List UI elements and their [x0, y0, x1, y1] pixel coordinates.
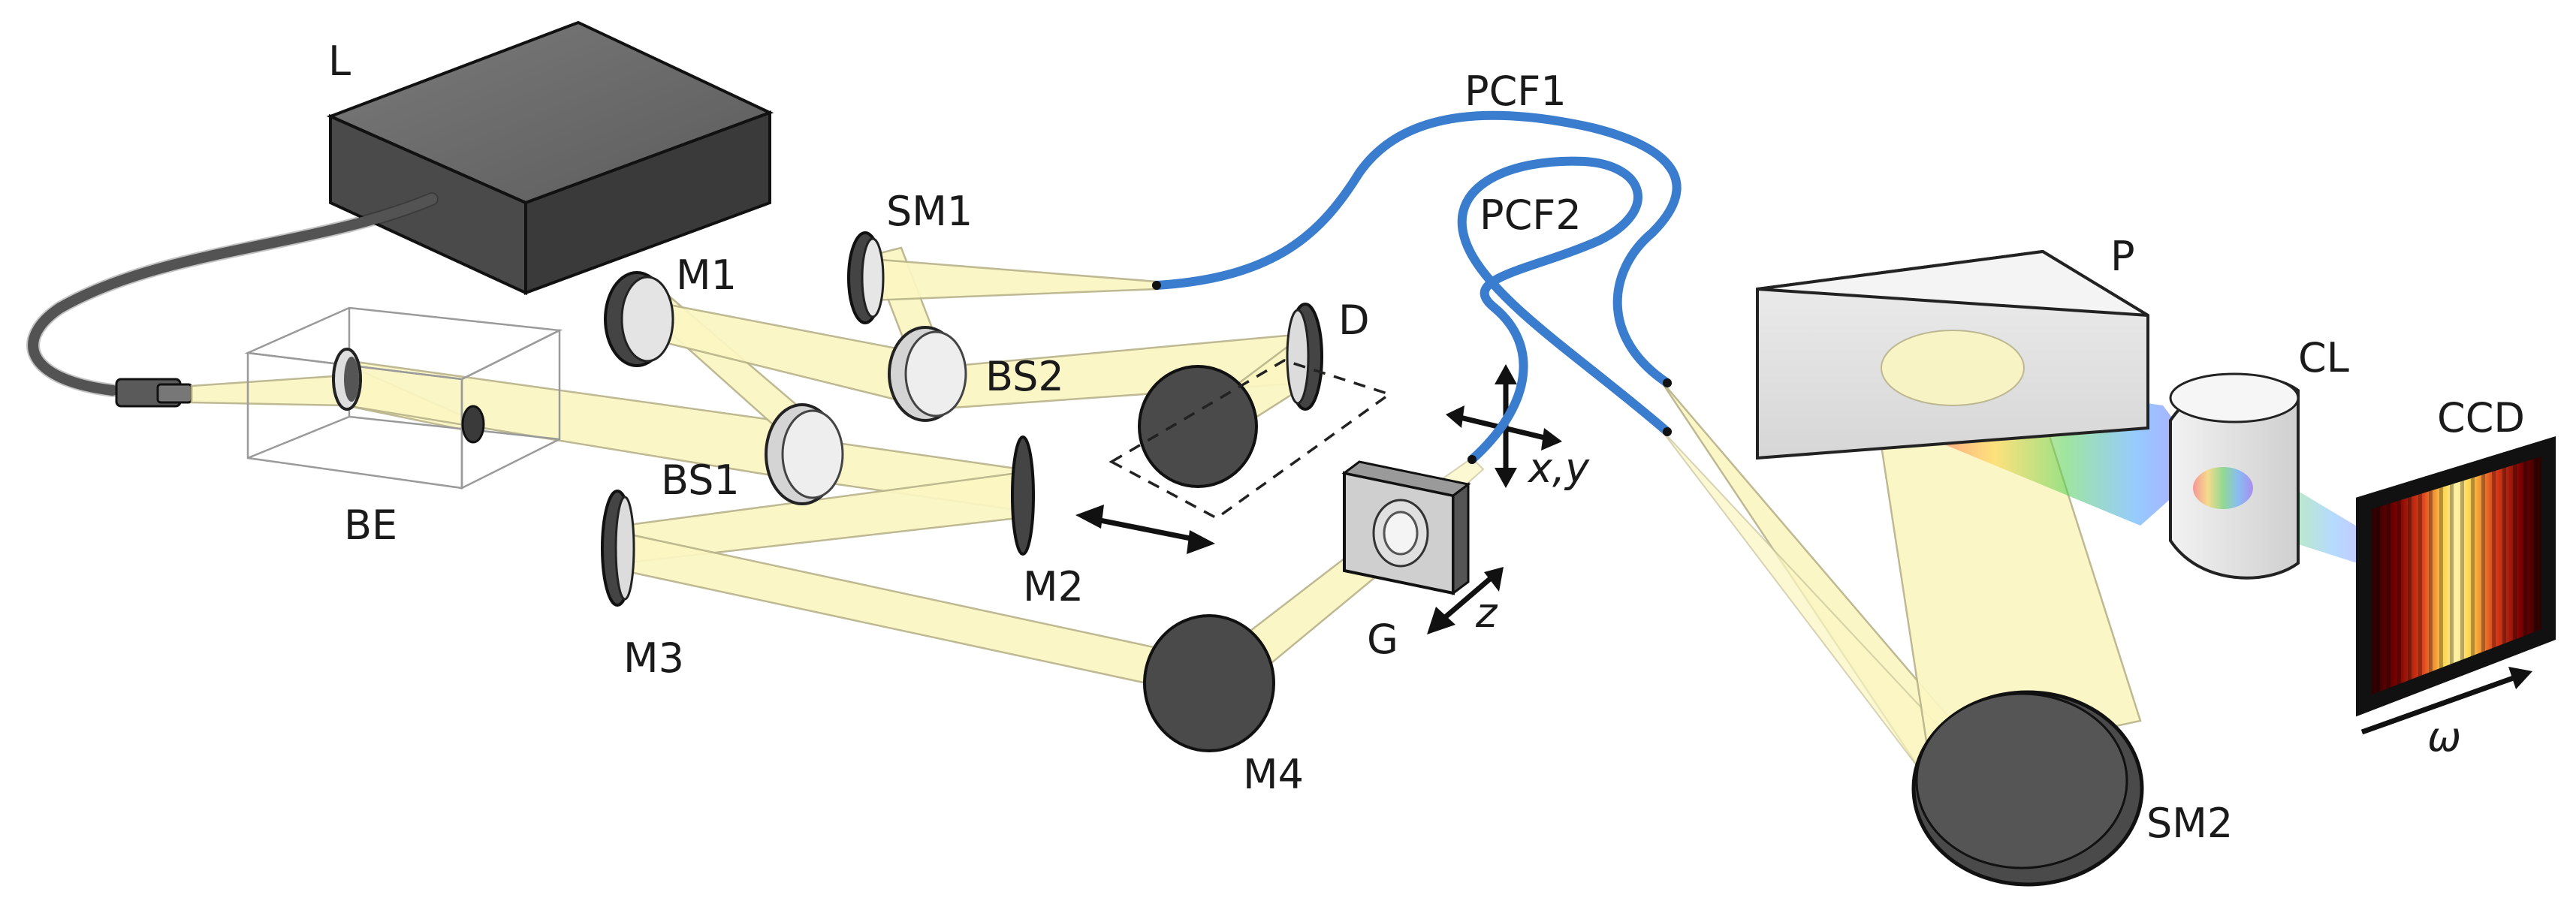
beam-splitter-1 — [765, 403, 844, 505]
delay-mirror-d — [1286, 303, 1323, 411]
mirror-4 — [1143, 614, 1275, 752]
label-beam-splitter-1: BS1 — [661, 457, 740, 504]
label-frequency-axis: ω — [2427, 713, 2461, 761]
label-axis-xy: x,y — [1527, 444, 1590, 492]
ccd-camera — [2356, 435, 2556, 717]
mirror-2 — [1011, 435, 1035, 556]
delay-stage-arrow — [1075, 505, 1215, 554]
label-spherical-mirror-2: SM2 — [2146, 800, 2233, 847]
label-axis-z: z — [1475, 589, 1498, 637]
pcf2-fiber — [1457, 156, 1672, 464]
frequency-axis-arrow — [2360, 667, 2532, 735]
label-spherical-mirror-1: SM1 — [886, 188, 973, 235]
label-beam-expander: BE — [344, 502, 397, 549]
mirror-3 — [601, 490, 635, 607]
cylindrical-lens — [2169, 372, 2300, 580]
label-fiber-2: PCF2 — [1480, 191, 1582, 239]
spherical-mirror-2 — [1911, 690, 2144, 887]
label-delay: D — [1338, 297, 1370, 344]
beam-expander-box — [244, 306, 563, 490]
spherical-mirror-1 — [847, 231, 885, 324]
z-axis-arrow — [1427, 567, 1504, 634]
laser-output-fiber — [28, 194, 437, 396]
delay-retro-mirror — [1138, 365, 1258, 488]
label-camera: CCD — [2437, 394, 2525, 441]
beam-splitter-2 — [888, 326, 967, 422]
label-mirror-4: M4 — [1243, 751, 1304, 798]
label-cylindrical-lens: CL — [2298, 334, 2349, 381]
label-beam-splitter-2: BS2 — [985, 353, 1064, 400]
be-lens-2 — [461, 405, 485, 444]
label-stage-g: G — [1367, 616, 1398, 663]
stage-g-mount — [1341, 460, 1471, 595]
delay-stage-outline — [1109, 359, 1392, 520]
prism — [1756, 249, 2149, 460]
label-mirror-3: M3 — [623, 634, 684, 682]
fiber-collimator — [115, 378, 193, 408]
pcf1-fiber — [1152, 110, 1682, 387]
label-fiber-1: PCF1 — [1464, 68, 1567, 115]
label-laser: L — [328, 38, 351, 85]
mirror-1 — [604, 271, 674, 367]
label-mirror-1: M1 — [676, 252, 737, 299]
label-mirror-2: M2 — [1023, 563, 1084, 610]
label-prism: P — [2110, 233, 2135, 280]
